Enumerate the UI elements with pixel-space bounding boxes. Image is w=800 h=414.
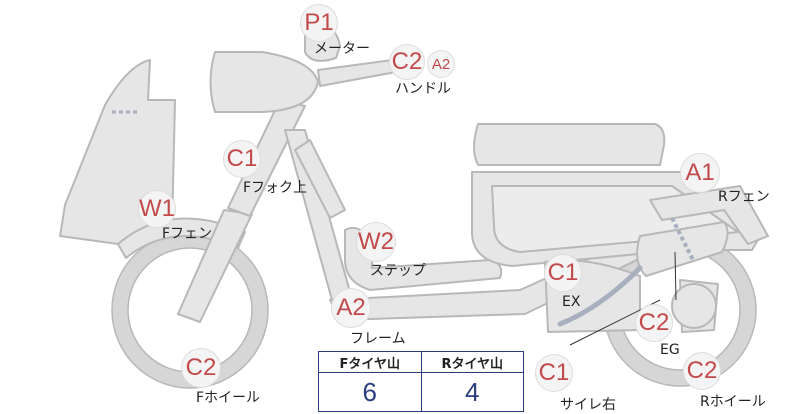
frame-branch [294, 139, 346, 219]
rear-tread-value: 4 [420, 372, 524, 412]
part-label-step: ステップ [370, 263, 426, 279]
part-label-frame: フレーム [350, 331, 406, 347]
part-code-rfender: A1 [680, 153, 720, 193]
part-code-frame: A2 [331, 288, 371, 328]
rear-tread-header: Rタイヤ山 [420, 351, 524, 373]
fender-dash [670, 217, 696, 263]
handlebar [317, 59, 397, 87]
part-code-handle-a2: A2 [427, 50, 455, 78]
part-label-rwheel: Rホイール [700, 394, 766, 410]
part-code-handle: C2 [389, 44, 425, 80]
part-code-eg: C2 [635, 304, 673, 342]
rear-shock [636, 221, 729, 277]
tire-tread-table: Fタイヤ山 Rタイヤ山 6 4 [318, 351, 524, 412]
seat [473, 123, 666, 166]
tread-value-row: 6 4 [318, 372, 524, 412]
front-tread-header: Fタイヤ山 [318, 351, 422, 373]
rear-hub [671, 283, 717, 329]
part-code-fork: C1 [223, 140, 261, 178]
part-label-handle: ハンドル [395, 81, 451, 97]
front-tread-value: 6 [318, 372, 422, 412]
leader-eg [674, 251, 677, 301]
part-label-fwheel: Fホイール [196, 390, 261, 406]
part-label-eg: EG [660, 342, 680, 358]
part-code-ex: C1 [544, 254, 582, 292]
part-label-meter: メーター [314, 41, 370, 57]
headlight [209, 51, 319, 113]
part-label-fork: Fフォク上 [243, 180, 308, 196]
part-label-ffender: Fフェン [162, 226, 213, 242]
part-code-rwheel: C2 [683, 352, 721, 390]
part-code-ffender: W1 [138, 190, 176, 228]
part-code-muffler: C1 [535, 354, 573, 392]
tread-header-row: Fタイヤ山 Rタイヤ山 [318, 351, 524, 373]
part-code-fwheel: C2 [181, 348, 221, 388]
exhaust-pipe [557, 265, 643, 327]
part-label-rfender: Rフェン [718, 189, 770, 205]
part-label-muffler: サイレ右 [560, 397, 616, 413]
part-code-step: W2 [356, 222, 396, 262]
part-code-meter: P1 [300, 4, 338, 42]
rear-fender [649, 185, 769, 245]
part-label-ex: EX [562, 294, 581, 310]
